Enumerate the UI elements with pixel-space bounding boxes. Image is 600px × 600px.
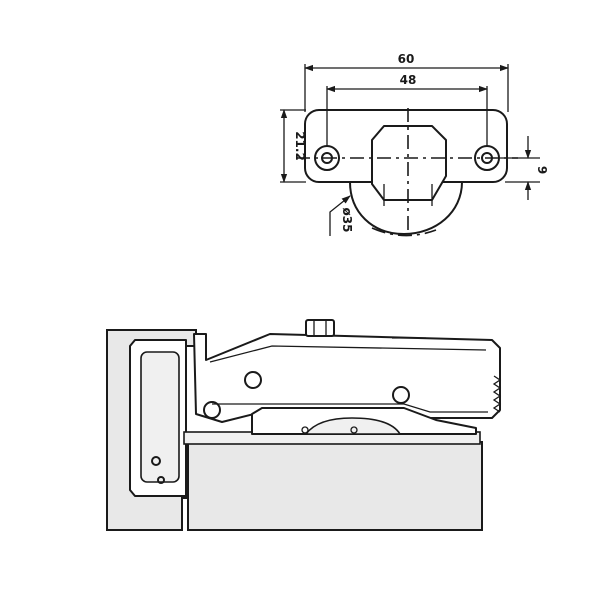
cup-dome bbox=[304, 417, 402, 435]
hinge-arm-top bbox=[371, 125, 447, 201]
pivot-hole-right bbox=[392, 386, 410, 404]
cup-rivet-left bbox=[301, 426, 309, 434]
cup-outline bbox=[349, 181, 463, 235]
cup-dashed-bottom bbox=[371, 227, 437, 237]
dim-label-35: ø35 bbox=[340, 208, 354, 233]
panel-screw-lower bbox=[157, 476, 165, 484]
dim-label-21-2: 21.2 bbox=[293, 131, 307, 161]
adjustment-teeth bbox=[492, 375, 502, 413]
pivot-hole-top bbox=[244, 371, 262, 389]
panel-screw-upper bbox=[151, 456, 161, 466]
dim-label-60: 60 bbox=[398, 52, 415, 66]
hinge-arm-body bbox=[193, 333, 501, 423]
pivot-hole-bottom bbox=[203, 401, 221, 419]
adjust-screw-top bbox=[305, 319, 335, 337]
arm-inner-contour bbox=[209, 345, 487, 363]
dim-leader-35 bbox=[329, 195, 351, 236]
cup-rivet-right bbox=[350, 426, 358, 434]
side-view bbox=[106, 319, 502, 531]
arm-lower-contour bbox=[212, 403, 488, 413]
door-panel bbox=[187, 441, 483, 531]
top-view: 60 48 21.2 9 ø35 bbox=[280, 52, 549, 237]
arm-inner-line bbox=[383, 184, 433, 206]
dim-label-48: 48 bbox=[400, 73, 417, 87]
dim-label-9: 9 bbox=[535, 166, 549, 174]
